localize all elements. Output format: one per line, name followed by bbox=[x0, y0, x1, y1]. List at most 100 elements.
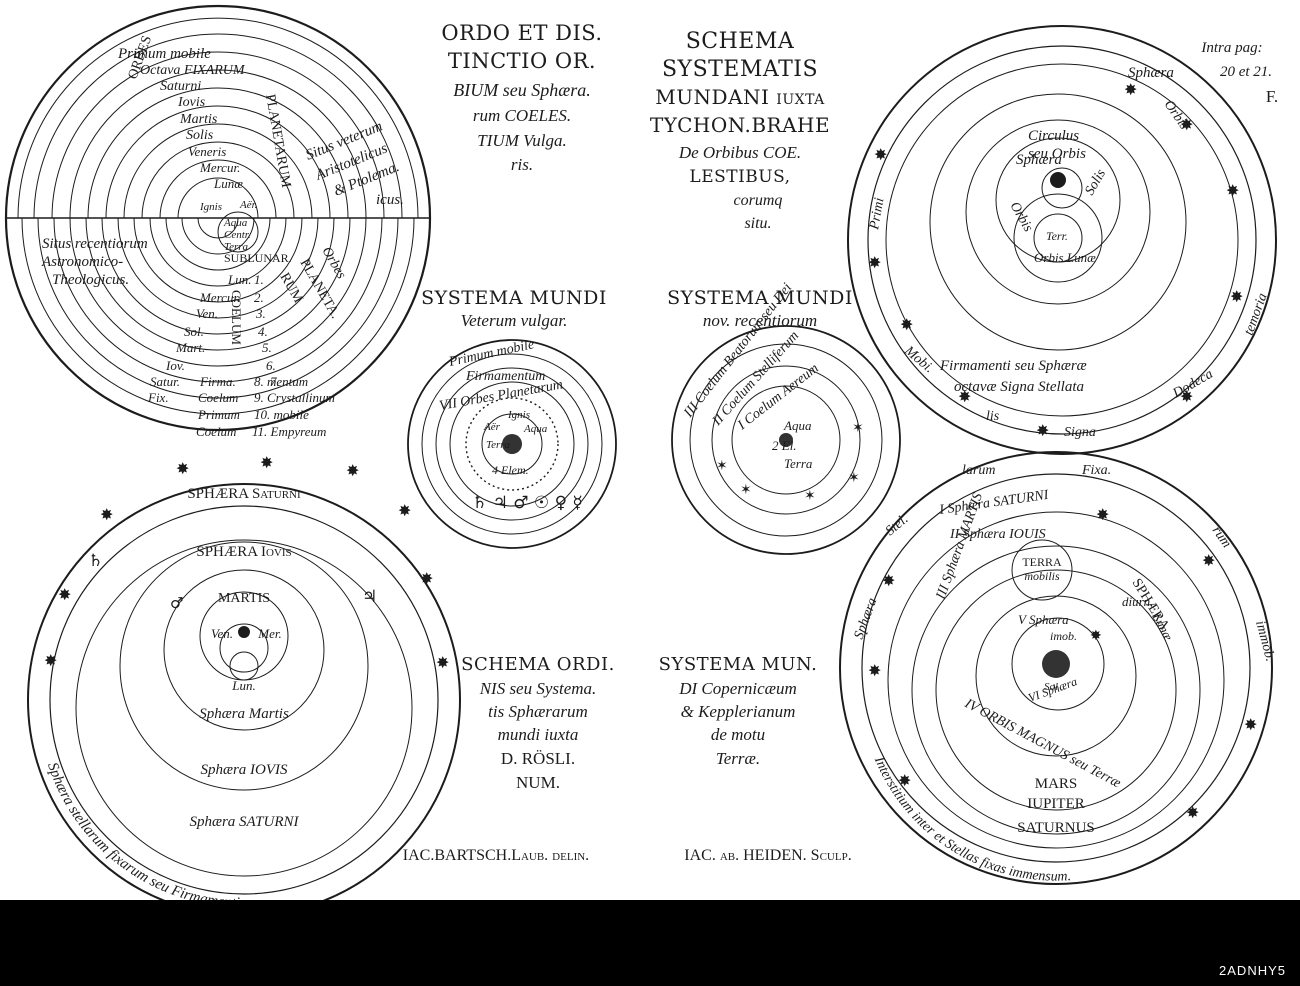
star-icon: ✸ bbox=[868, 253, 881, 272]
veterum-title-1: SYSTEMA MUNDI bbox=[421, 287, 607, 309]
title-tycho-line-6: LESTIBUS, bbox=[689, 167, 790, 187]
novum-el: 2 El. bbox=[772, 438, 797, 453]
lower-left-mart: Mart. bbox=[175, 340, 205, 355]
roslin-ven: Ven. bbox=[211, 626, 233, 641]
cop-top-stel: Stel. bbox=[883, 512, 911, 539]
roslin-lun: Lun. bbox=[231, 678, 255, 693]
ring-label-saturni: Saturni bbox=[160, 79, 201, 94]
lower-left-fix: Fix. bbox=[147, 390, 169, 405]
lower-right-4: 4. bbox=[258, 324, 268, 339]
roslin-mer: Mer. bbox=[257, 626, 281, 641]
tycho-temoria: temoria bbox=[1242, 291, 1271, 337]
title-tycho-line-3: MUNDANI iuxta bbox=[655, 85, 825, 109]
title-tycho-line-4: TYCHON.BRAHE bbox=[650, 113, 830, 137]
star-icon: ✸ bbox=[176, 459, 189, 478]
lower-right-8: 8. mentum bbox=[254, 374, 308, 389]
lower-left-lun: Lun. bbox=[227, 272, 251, 287]
ring-label-aer: Aër. bbox=[239, 199, 257, 211]
star-icon: ✸ bbox=[58, 585, 71, 604]
cop-mobilis: mobilis bbox=[1024, 569, 1060, 583]
lower-left-coelum-2: Coelum bbox=[196, 424, 236, 439]
title-ordo-line-2: TINCTIO OR. bbox=[448, 49, 596, 73]
roslin-outer-ring: Sphæra stellarum fixarum seu Firmamenti. bbox=[44, 761, 244, 912]
veterum-ring-firmamentum: Firmamentum bbox=[465, 369, 545, 384]
title-ordo-line-6: ris. bbox=[511, 155, 533, 174]
tycho-orbis: Orbis bbox=[1007, 200, 1036, 236]
lower-right-11: 11. Empyreum bbox=[252, 424, 326, 439]
cop-terra: TERRA bbox=[1022, 555, 1062, 569]
lower-right-7: 7. bbox=[270, 374, 280, 389]
intra-line-2: 20 et 21. bbox=[1220, 64, 1272, 80]
star-icon: ✸ bbox=[1036, 421, 1049, 440]
note-recentiorum-3: Theologicus. bbox=[52, 272, 129, 288]
ring-label-mercur: Mercur. bbox=[199, 160, 240, 175]
star-icon: ✸ bbox=[346, 461, 359, 480]
star-icon: ✸ bbox=[100, 505, 113, 524]
title-tycho-line-7: corumq bbox=[734, 192, 783, 209]
title-tycho-line-1: SCHEMA bbox=[686, 29, 795, 54]
lower-left-ven: Ven. bbox=[196, 306, 218, 321]
cop-sol: Sol bbox=[1044, 681, 1058, 693]
center-aqua: Aqua bbox=[223, 217, 248, 229]
star-icon: ✸ bbox=[874, 145, 887, 164]
lower-left-coelum-1: Coelum bbox=[198, 390, 238, 405]
ring-label-octava: Octava FIXARUM bbox=[140, 63, 246, 78]
saturn-symbol-icon: ♄ bbox=[88, 551, 103, 571]
ring-label-iovis: Iovis bbox=[177, 95, 206, 110]
roslin-sphaera-iovis-top: SPHÆRA Iovis bbox=[196, 544, 291, 560]
title-tycho-line-2: SYSTEMATIS bbox=[662, 57, 818, 82]
lower-left-sol: Sol. bbox=[184, 324, 204, 339]
cop-imob: imob. bbox=[1050, 629, 1077, 643]
diagram-systema-veterum: SYSTEMA MUNDI Veterum vulgar. Primum mob… bbox=[407, 287, 617, 549]
star-icon: ✸ bbox=[420, 569, 433, 588]
cop-vi-sphaera: VI Sphæra bbox=[1026, 674, 1079, 705]
diagram-copernicus: Sphæra Stel. larum Fixa. rum immob. I Sp… bbox=[839, 451, 1277, 885]
lower-left-iov: Iov. bbox=[165, 358, 185, 373]
lower-left-satur: Satur. bbox=[150, 374, 180, 389]
cop-caption-3: & Kepplerianum bbox=[681, 702, 796, 721]
lower-right-9: 9. Crystallinum bbox=[254, 390, 335, 405]
roslin-sphaera-saturni: Sphæra SATURNI bbox=[189, 814, 299, 830]
cop-diurn: diurn. bbox=[1122, 594, 1153, 609]
star-icon: ✸ bbox=[1202, 551, 1215, 570]
title-ordo-line-3: BIUM seu Sphæra. bbox=[453, 80, 591, 100]
planet-symbols-icon: ♄ ♃ ♂ ☉ ♀ ☿ bbox=[472, 493, 583, 513]
cop-top-sphaera: Sphæra bbox=[852, 596, 881, 641]
roslin-martis: MARTIS bbox=[218, 591, 270, 606]
veterum-aer: Aër bbox=[483, 421, 501, 433]
novum-title-1: SYSTEMA MUNDI bbox=[667, 287, 853, 309]
jupiter-symbol-icon: ♃ bbox=[362, 587, 377, 607]
tycho-signa: Signa bbox=[1064, 425, 1096, 440]
roslin-caption-3: tis Sphærarum bbox=[488, 702, 588, 721]
diagram-tycho: Sphæra Circulus seu Orbis Sphæra Orbis S… bbox=[847, 25, 1277, 455]
tycho-sphaera-top: Sphæra bbox=[1128, 65, 1174, 81]
cop-saturnus: SATURNUS bbox=[1017, 820, 1095, 836]
center-terra: Terra bbox=[224, 241, 249, 253]
ring-label-martis: Martis bbox=[179, 112, 218, 127]
tycho-primi: Primi bbox=[867, 197, 888, 232]
star-icon: ✸ bbox=[900, 315, 913, 334]
tycho-solis: Solis bbox=[1082, 166, 1109, 198]
firmamenti-line-1: Firmamenti seu Sphæræ bbox=[939, 358, 1087, 374]
star-icon: ✸ bbox=[958, 387, 971, 406]
cop-sphaera-iouis: II Sphæra IOUIS bbox=[949, 527, 1046, 542]
star-icon: ✸ bbox=[1230, 287, 1243, 306]
intra-line-1: Intra pag: bbox=[1200, 40, 1262, 56]
veterum-ignis: Ignis bbox=[507, 409, 530, 421]
vertical-planetarum: PLANETARUM bbox=[262, 93, 293, 189]
vertical-sublunar: SUBLUNAR. bbox=[224, 251, 292, 265]
roslin-sphaera-saturni-top: SPHÆRA Saturni bbox=[187, 486, 301, 502]
lower-left-primum: Primum bbox=[197, 407, 240, 422]
veterum-title-2: Veterum vulgar. bbox=[461, 311, 568, 330]
star-icon: ✸ bbox=[1226, 181, 1239, 200]
center-centr: Centr. bbox=[224, 229, 251, 241]
novum-aqua: Aqua bbox=[783, 418, 812, 433]
cop-stars: ✸ ✸ ✸ ✸ ✸ ✸ ✸ ✸ bbox=[868, 505, 1257, 822]
star-icon: ✶ bbox=[716, 458, 728, 474]
star-icon: ✸ bbox=[898, 771, 911, 790]
veterum-terra: Terra bbox=[486, 439, 511, 451]
star-icon: ✸ bbox=[1096, 505, 1109, 524]
note-recentiorum-1: Situs recentiorum bbox=[42, 236, 148, 252]
firmamenti-line-2: octavæ Signa Stellata bbox=[954, 379, 1084, 395]
